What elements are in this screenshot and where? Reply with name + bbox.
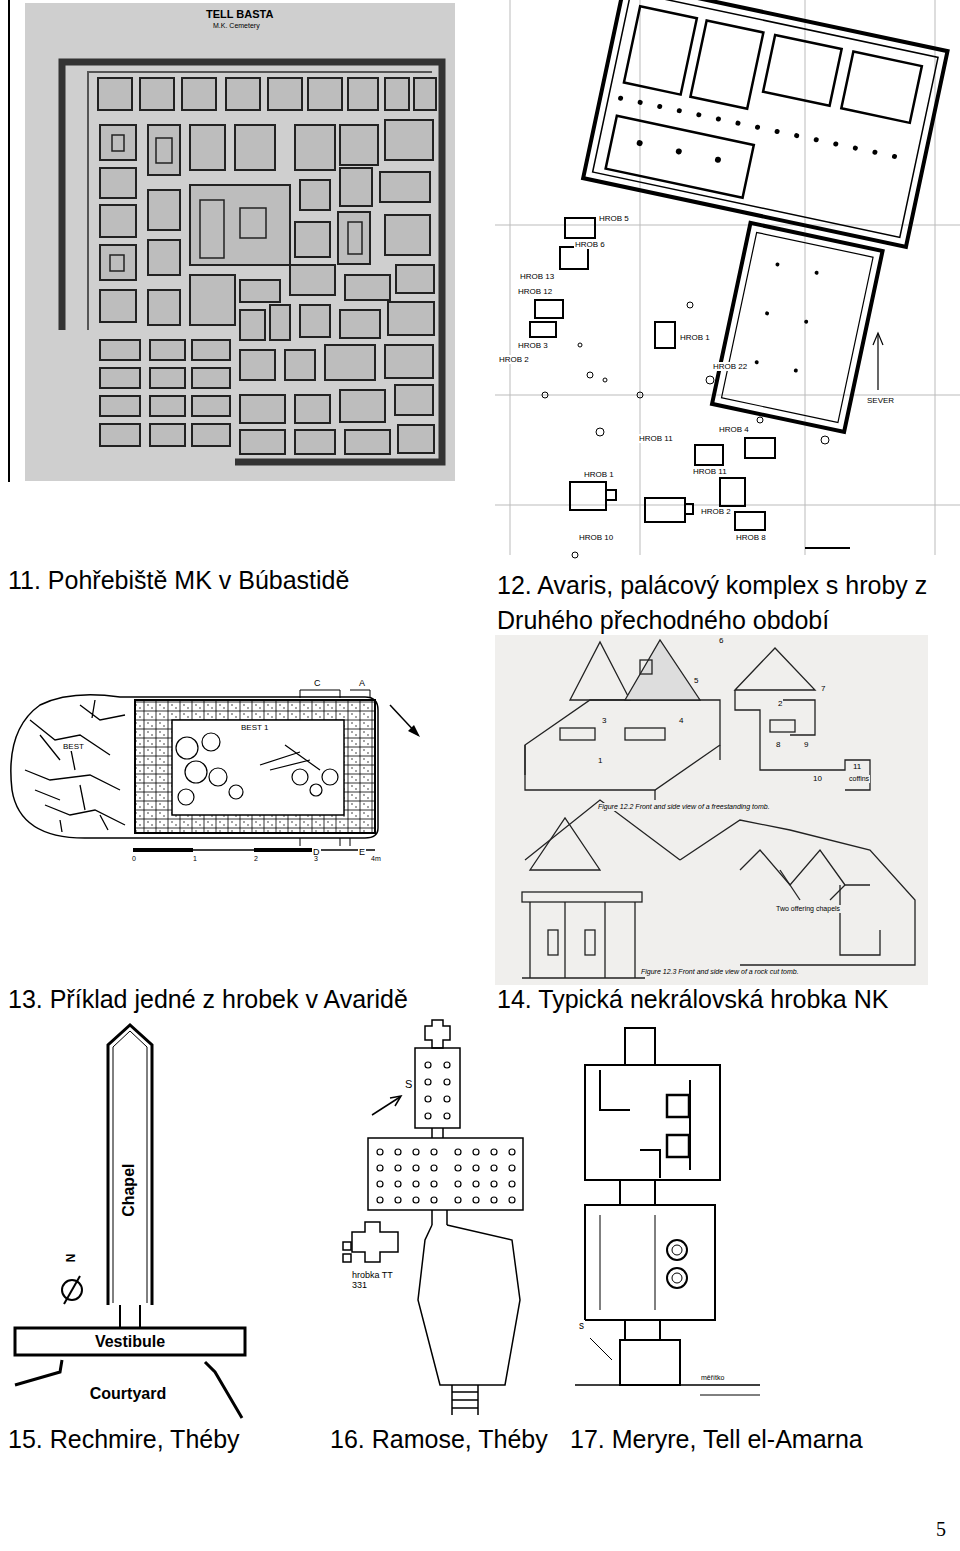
caption: 11. Pohřebiště MK v Búbastidě bbox=[8, 566, 349, 595]
plan-label: s bbox=[578, 1320, 585, 1332]
meryre-plan bbox=[575, 1028, 760, 1395]
ramose-plan bbox=[343, 1020, 523, 1415]
plan-label: HROB 5 bbox=[598, 214, 630, 223]
avaris-tomb-plan bbox=[11, 690, 420, 852]
plan-label: A bbox=[358, 678, 366, 688]
plan-label: Courtyard bbox=[89, 1385, 167, 1403]
caption: 12. Avaris, palácový komplex s hroby z D… bbox=[497, 568, 955, 638]
callout-number: 4 bbox=[678, 716, 684, 725]
plan-label: HROB 4 bbox=[718, 425, 750, 434]
caption: 13. Příklad jedné z hrobek v Avaridě bbox=[8, 985, 408, 1014]
callout-number: 1 bbox=[597, 756, 603, 765]
plan-label: Figure 12.2 Front and side view of a fre… bbox=[597, 803, 771, 811]
rechmire-plan bbox=[15, 1025, 245, 1418]
callout-number: 8 bbox=[775, 740, 781, 749]
callout-number: 4m bbox=[370, 855, 382, 863]
callout-number: 3 bbox=[601, 716, 607, 725]
plan-label: BEST bbox=[62, 742, 85, 751]
callout-number: 9 bbox=[803, 740, 809, 749]
plan-label: HROB 11 bbox=[638, 434, 674, 443]
callout-number: 0 bbox=[131, 855, 137, 863]
plan-label: HROB 6 bbox=[574, 240, 606, 249]
caption: 17. Meryre, Tell el-Amarna bbox=[570, 1425, 863, 1454]
plan-label: Chapel bbox=[121, 1162, 139, 1217]
plan-label: HROB 13 bbox=[519, 272, 555, 281]
callout-number: 2 bbox=[253, 855, 259, 863]
plan-label: Two offering chapels bbox=[775, 905, 841, 913]
plan-label: S bbox=[404, 1078, 413, 1091]
callout-number: 10 bbox=[812, 774, 823, 783]
plan-label: HROB 12 bbox=[517, 287, 553, 296]
plan-label: HROB 10 bbox=[578, 533, 614, 542]
bubastis-plan bbox=[9, 0, 455, 482]
callout-number: 11 bbox=[852, 762, 862, 771]
plan-label: HROB 1 bbox=[583, 470, 615, 479]
plan-label: coffins bbox=[848, 775, 870, 783]
callout-number: 2 bbox=[777, 699, 783, 708]
plan-label: E bbox=[358, 847, 366, 857]
plan-label: TELL BASTA bbox=[205, 8, 274, 21]
plan-label: BEST 1 bbox=[240, 723, 269, 732]
callout-number: 1 bbox=[192, 855, 198, 863]
callout-number: 5 bbox=[693, 676, 699, 685]
plan-label: N bbox=[65, 1253, 79, 1264]
callout-number: 3 bbox=[313, 855, 319, 863]
plan-label: HROB 3 bbox=[517, 341, 549, 350]
callout-number: 7 bbox=[820, 684, 826, 693]
callout-number: 6 bbox=[718, 636, 724, 645]
plan-label: M.K. Cemetery bbox=[212, 22, 261, 30]
avaris-palace-plan bbox=[495, 0, 960, 558]
plan-label: HROB 2 bbox=[700, 507, 732, 516]
plan-label: HROB 22 bbox=[712, 362, 748, 371]
plan-label: SEVER bbox=[866, 396, 895, 405]
plan-label: HROB 8 bbox=[735, 533, 767, 542]
plan-label: HROB 1 bbox=[679, 333, 711, 342]
caption: 15. Rechmire, Théby bbox=[8, 1425, 240, 1454]
tomb-reconstruction bbox=[495, 635, 928, 985]
plan-label: C bbox=[313, 678, 322, 688]
plan-label: HROB 2 bbox=[498, 355, 530, 364]
caption: 14. Typická nekrálovská hrobka NK bbox=[497, 985, 888, 1014]
plan-label: hrobka TT 331 bbox=[351, 1270, 397, 1291]
plan-label: Figure 12.3 Front and side view of a roc… bbox=[640, 968, 800, 976]
page-number: 5 bbox=[936, 1518, 946, 1541]
plan-label: HROB 11 bbox=[692, 467, 728, 476]
plan-label: Vestibule bbox=[94, 1333, 166, 1351]
caption: 16. Ramose, Théby bbox=[330, 1425, 548, 1454]
plan-label: měřítko bbox=[700, 1374, 725, 1382]
